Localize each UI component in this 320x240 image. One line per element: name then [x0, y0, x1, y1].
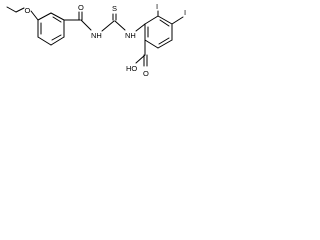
iodo-right-label: I: [184, 8, 186, 17]
structural-formula: O O NH S NH I I HO: [6, 2, 186, 78]
amide-nh-label: NH: [91, 31, 102, 40]
right-benzene-ring: [144, 15, 173, 49]
left-benzene-ring: [37, 12, 65, 46]
bond-ethyl-1: [6, 6, 17, 13]
bond-ring-iodo-right: [171, 16, 184, 25]
iodo-top-label: I: [156, 2, 158, 11]
bond-nh-thiocarbon: [101, 20, 115, 32]
bond-ethoxy-o-ring: [30, 10, 39, 21]
thioamide-sulfur-label: S: [112, 4, 117, 13]
thioamide-nh-label: NH: [125, 31, 136, 40]
ethoxy-oxygen-label: O: [25, 6, 31, 15]
bond-thiocarbon-nh: [114, 20, 126, 31]
amide-oxygen-label: O: [78, 3, 84, 12]
carboxylic-acid-oxygen-label: O: [143, 69, 149, 78]
carboxylic-acid-oh-label: HO: [126, 64, 137, 73]
bond-ethyl-2: [15, 7, 25, 13]
bond-nh-ring: [135, 23, 146, 32]
bond-carbonyl-nh: [80, 19, 92, 31]
